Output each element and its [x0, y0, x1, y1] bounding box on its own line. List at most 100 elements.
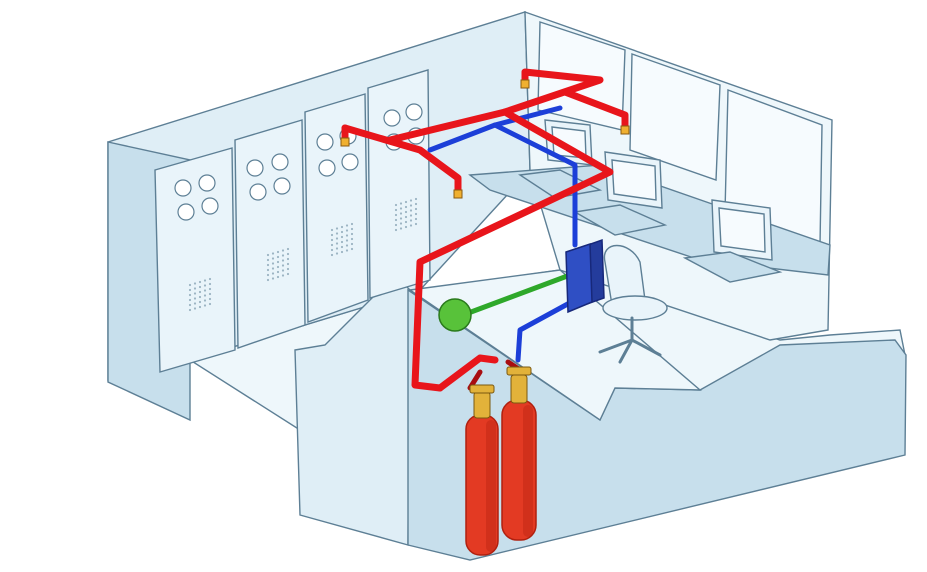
- cabinet-vents: [188, 197, 418, 312]
- vent-hole: [345, 224, 349, 227]
- gauge-dial: [341, 153, 359, 171]
- discharge-nozzles: [340, 79, 630, 199]
- vent-hole: [198, 295, 202, 299]
- vent-hole: [208, 282, 212, 286]
- gauge-dial: [383, 109, 401, 127]
- vent-hole: [286, 257, 290, 261]
- cabinet-gauges: [174, 103, 425, 221]
- vent-hole: [330, 228, 334, 232]
- vent-hole: [281, 264, 285, 267]
- vent-hole: [188, 283, 192, 287]
- vent-hole: [414, 222, 418, 226]
- vent-hole: [335, 247, 339, 250]
- vent-hole: [266, 268, 270, 272]
- terminal-3: [682, 199, 783, 283]
- vent-hole: [271, 277, 275, 280]
- gauge-dial: [249, 183, 267, 201]
- vent-hole: [340, 250, 344, 254]
- gauge-dial: [273, 177, 291, 195]
- vent-hole: [208, 277, 212, 281]
- vent-hole: [281, 254, 285, 257]
- vent-hole: [276, 270, 280, 274]
- vent-hole: [409, 204, 413, 207]
- vent-hole: [266, 253, 270, 257]
- window-2: [629, 53, 721, 181]
- vent-hole: [281, 249, 285, 252]
- vent-hole: [188, 293, 192, 297]
- vent-hole: [350, 222, 354, 226]
- vent-hole: [335, 227, 339, 230]
- vent-hole: [281, 259, 285, 262]
- terminal-2: [572, 151, 668, 236]
- pneumatic-actuator: [438, 298, 472, 332]
- vent-hole: [340, 225, 344, 229]
- cabinet-1: [154, 147, 236, 373]
- vent-hole: [399, 212, 403, 215]
- vent-hole: [409, 214, 413, 217]
- vent-hole: [350, 232, 354, 236]
- vent-hole: [404, 200, 408, 204]
- vent-hole: [330, 238, 334, 242]
- vent-hole: [345, 249, 349, 252]
- vent-hole: [198, 305, 202, 309]
- vent-hole: [399, 222, 403, 225]
- vent-hole: [281, 274, 285, 277]
- vent-hole: [414, 197, 418, 201]
- vent-hole: [208, 302, 212, 306]
- vent-hole: [350, 237, 354, 241]
- vent-hole: [414, 207, 418, 211]
- computer-terminals: [518, 119, 783, 283]
- vent-hole: [404, 220, 408, 224]
- vent-hole: [345, 229, 349, 232]
- vent-hole: [409, 199, 413, 202]
- vent-hole: [345, 244, 349, 247]
- vent-hole: [193, 297, 197, 300]
- vent-hole: [399, 202, 403, 205]
- gauge-dial: [198, 174, 216, 192]
- vent-hole: [188, 303, 192, 307]
- vent-hole: [203, 299, 207, 302]
- vent-hole: [335, 232, 339, 235]
- vent-hole: [203, 304, 207, 307]
- vent-hole: [394, 223, 398, 227]
- vent-hole: [198, 280, 202, 284]
- vent-hole: [198, 285, 202, 289]
- vent-hole: [330, 243, 334, 247]
- vent-hole: [203, 289, 207, 292]
- vent-hole: [404, 210, 408, 214]
- vent-hole: [399, 207, 403, 210]
- vent-hole: [188, 298, 192, 302]
- vent-hole: [276, 250, 280, 254]
- vent-hole: [404, 215, 408, 219]
- vent-hole: [414, 217, 418, 221]
- gauge-dial: [177, 203, 195, 221]
- vent-hole: [198, 290, 202, 294]
- vent-hole: [335, 252, 339, 255]
- cylinder-1: [465, 384, 499, 556]
- vent-hole: [399, 217, 403, 220]
- vent-hole: [340, 230, 344, 234]
- vent-hole: [335, 242, 339, 245]
- vent-hole: [276, 260, 280, 264]
- vent-hole: [414, 212, 418, 216]
- equipment-cabinets: [154, 69, 431, 373]
- cabinet-4: [367, 69, 431, 299]
- vent-hole: [350, 247, 354, 251]
- vent-hole: [203, 279, 207, 282]
- cabinet-3: [304, 93, 369, 323]
- gauge-dial: [405, 103, 423, 121]
- control-panel: [565, 238, 605, 314]
- gauge-dial: [271, 153, 289, 171]
- vent-hole: [330, 233, 334, 237]
- vent-hole: [188, 288, 192, 292]
- vent-hole: [266, 278, 270, 282]
- vent-hole: [350, 227, 354, 231]
- vent-hole: [409, 209, 413, 212]
- vent-hole: [203, 284, 207, 287]
- vent-hole: [394, 203, 398, 207]
- vent-hole: [276, 275, 280, 279]
- vent-hole: [271, 257, 275, 260]
- vent-hole: [414, 202, 418, 206]
- vent-hole: [271, 262, 275, 265]
